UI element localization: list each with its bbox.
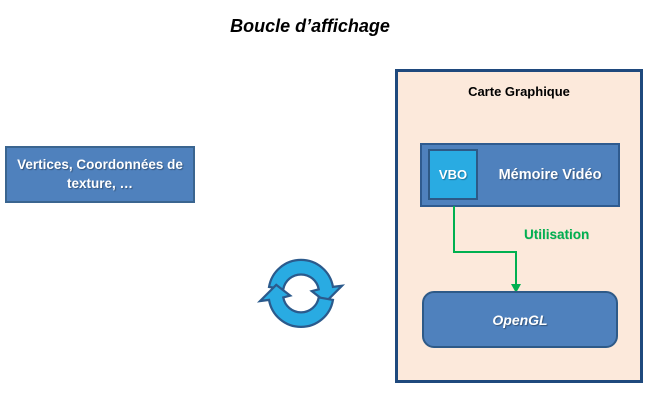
- video-memory-box: VBO Mémoire Vidéo: [420, 143, 620, 207]
- graphics-card-title: Carte Graphique: [468, 84, 570, 99]
- vbo-label: VBO: [438, 167, 468, 182]
- utilisation-label: Utilisation: [524, 227, 590, 242]
- vertices-data-box: Vertices, Coordonnées de texture, …: [5, 146, 195, 203]
- vbo-box: VBO: [428, 149, 478, 200]
- page-title: Boucle d’affichage: [230, 16, 390, 36]
- opengl-label: OpenGL: [492, 311, 548, 328]
- refresh-cycle-icon: [256, 258, 346, 329]
- opengl-box: OpenGL: [422, 291, 618, 348]
- vertices-data-label: Vertices, Coordonnées de texture, …: [17, 157, 183, 191]
- utilisation-arrow: [453, 206, 521, 293]
- video-memory-label: Mémoire Vidéo: [498, 167, 602, 183]
